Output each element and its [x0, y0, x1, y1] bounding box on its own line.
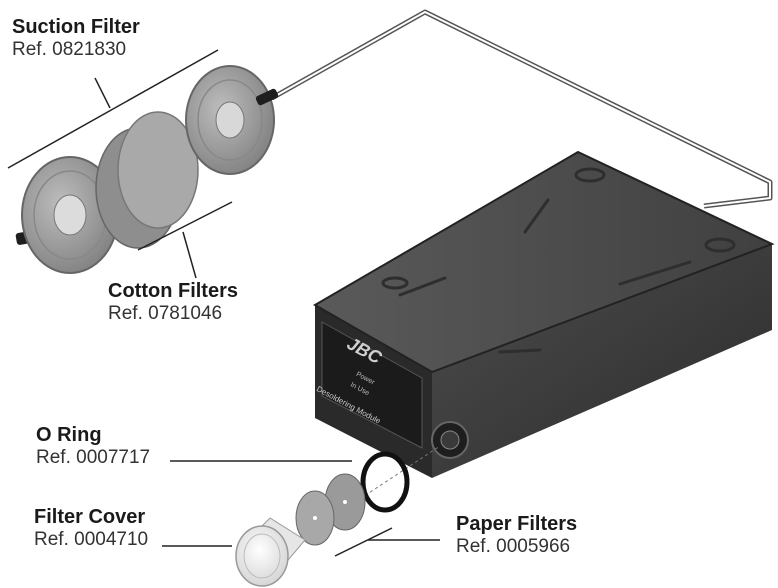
callout-suction-filter: Suction Filter Ref. 0821830 — [12, 16, 140, 61]
filter-cover-ref: Ref. 0004710 — [34, 529, 149, 550]
suction-filter-cap-left — [15, 156, 119, 274]
suction-filter-leader — [7, 49, 219, 169]
filter-cover — [235, 517, 306, 587]
suction-filter-cap-right — [185, 65, 279, 175]
cotton-filters-title: Cotton Filters — [108, 280, 238, 302]
filter-cover-title: Filter Cover — [34, 506, 146, 528]
air-tube-inner — [271, 11, 771, 207]
cotton-filters-ref: Ref. 0781046 — [108, 303, 223, 324]
callout-o-ring: O Ring Ref. 0007717 — [36, 424, 150, 469]
front-connector — [431, 421, 469, 459]
cotton-filters-leader — [137, 201, 233, 279]
o-ring-ref: Ref. 0007717 — [36, 447, 151, 468]
callout-filter-cover: Filter Cover Ref. 0004710 — [34, 506, 148, 551]
front-panel — [321, 321, 423, 449]
cotton-filters — [95, 111, 199, 249]
callout-paper-filters: Paper Filters Ref. 0005966 — [456, 513, 577, 558]
paper-filters-title: Paper Filters — [456, 513, 578, 535]
desoldering-module — [312, 150, 775, 478]
paper-filters-leader — [334, 527, 440, 557]
o-ring — [360, 451, 410, 513]
suction-filter-ref: Ref. 0821830 — [12, 39, 127, 60]
suction-filter-title: Suction Filter — [12, 16, 140, 38]
paper-filters-ref: Ref. 0005966 — [456, 536, 571, 557]
callout-cotton-filters: Cotton Filters Ref. 0781046 — [108, 280, 238, 325]
top-grooves — [381, 167, 736, 354]
air-tube — [270, 9, 773, 209]
paper-filters — [295, 473, 366, 546]
o-ring-title: O Ring — [36, 424, 102, 446]
